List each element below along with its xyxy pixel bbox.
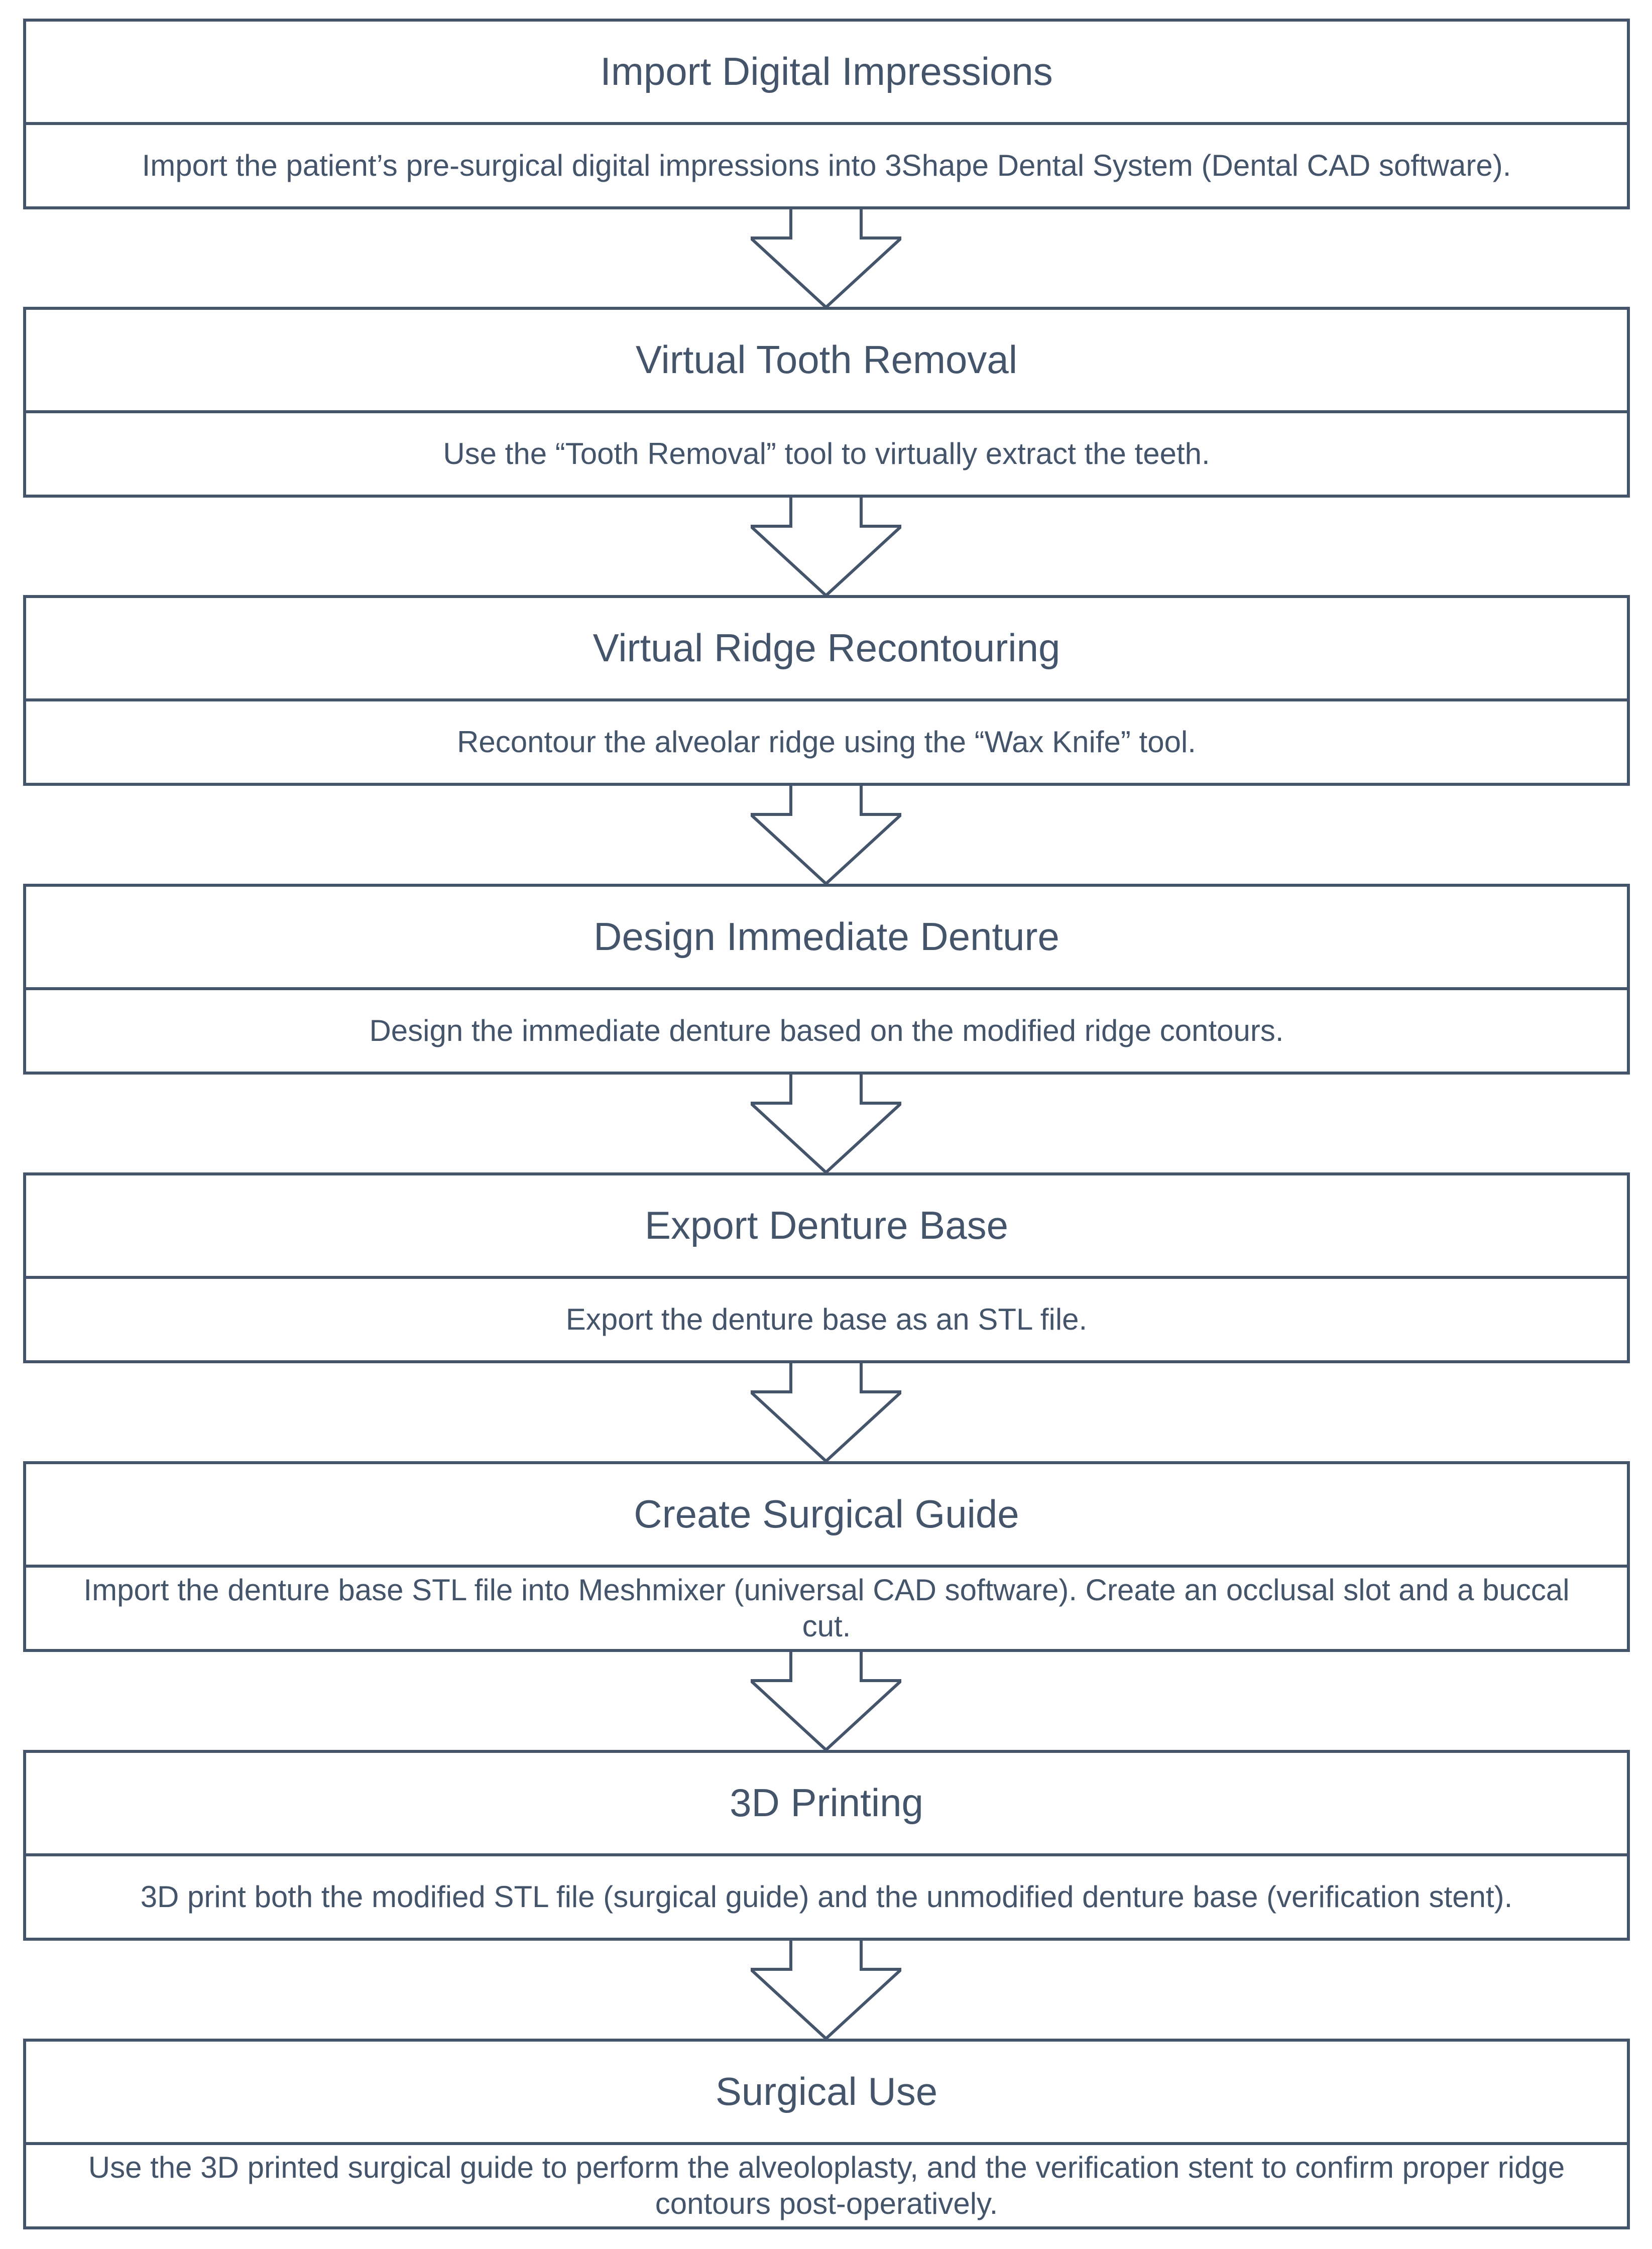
step-title-6: Create Surgical Guide xyxy=(26,1464,1627,1568)
down-arrow-icon xyxy=(751,1073,901,1173)
step-description-7: 3D print both the modified STL file (sur… xyxy=(140,1880,1513,1914)
down-arrow-icon xyxy=(751,1650,901,1751)
step-description-1: Import the patient’s pre-surgical digita… xyxy=(142,149,1511,182)
step-box-7: 3D Printing 3D print both the modified S… xyxy=(23,1750,1630,1941)
step-title-2: Virtual Tooth Removal xyxy=(26,310,1627,413)
down-arrow-icon xyxy=(751,784,901,885)
step-title-7: 3D Printing xyxy=(26,1753,1627,1856)
step-description-8: Use the 3D printed surgical guide to per… xyxy=(88,2151,1565,2220)
step-box-8: Surgical Use Use the 3D printed surgical… xyxy=(23,2039,1630,2229)
down-arrow-icon xyxy=(751,1362,901,1462)
step-title-3: Virtual Ridge Recontouring xyxy=(26,598,1627,701)
step-description-2: Use the “Tooth Removal” tool to virtuall… xyxy=(443,437,1210,470)
down-arrow-icon xyxy=(751,496,901,597)
step-box-1: Import Digital Impressions Import the pa… xyxy=(23,19,1630,209)
step-title-4: Design Immediate Denture xyxy=(26,887,1627,990)
step-box-5: Export Denture Base Export the denture b… xyxy=(23,1172,1630,1363)
down-arrow-icon xyxy=(751,208,901,308)
step-title-5: Export Denture Base xyxy=(26,1175,1627,1279)
step-description-4: Design the immediate denture based on th… xyxy=(369,1014,1284,1047)
step-description-5: Export the denture base as an STL file. xyxy=(565,1303,1088,1336)
step-description-3: Recontour the alveolar ridge using the “… xyxy=(457,725,1196,759)
step-description-6: Import the denture base STL file into Me… xyxy=(83,1573,1570,1643)
step-box-4: Design Immediate Denture Design the imme… xyxy=(23,884,1630,1075)
down-arrow-icon xyxy=(751,1939,901,2040)
step-title-8: Surgical Use xyxy=(26,2042,1627,2145)
step-box-6: Create Surgical Guide Import the denture… xyxy=(23,1461,1630,1652)
step-box-2: Virtual Tooth Removal Use the “Tooth Rem… xyxy=(23,307,1630,498)
step-box-3: Virtual Ridge Recontouring Recontour the… xyxy=(23,595,1630,786)
step-title-1: Import Digital Impressions xyxy=(26,22,1627,125)
